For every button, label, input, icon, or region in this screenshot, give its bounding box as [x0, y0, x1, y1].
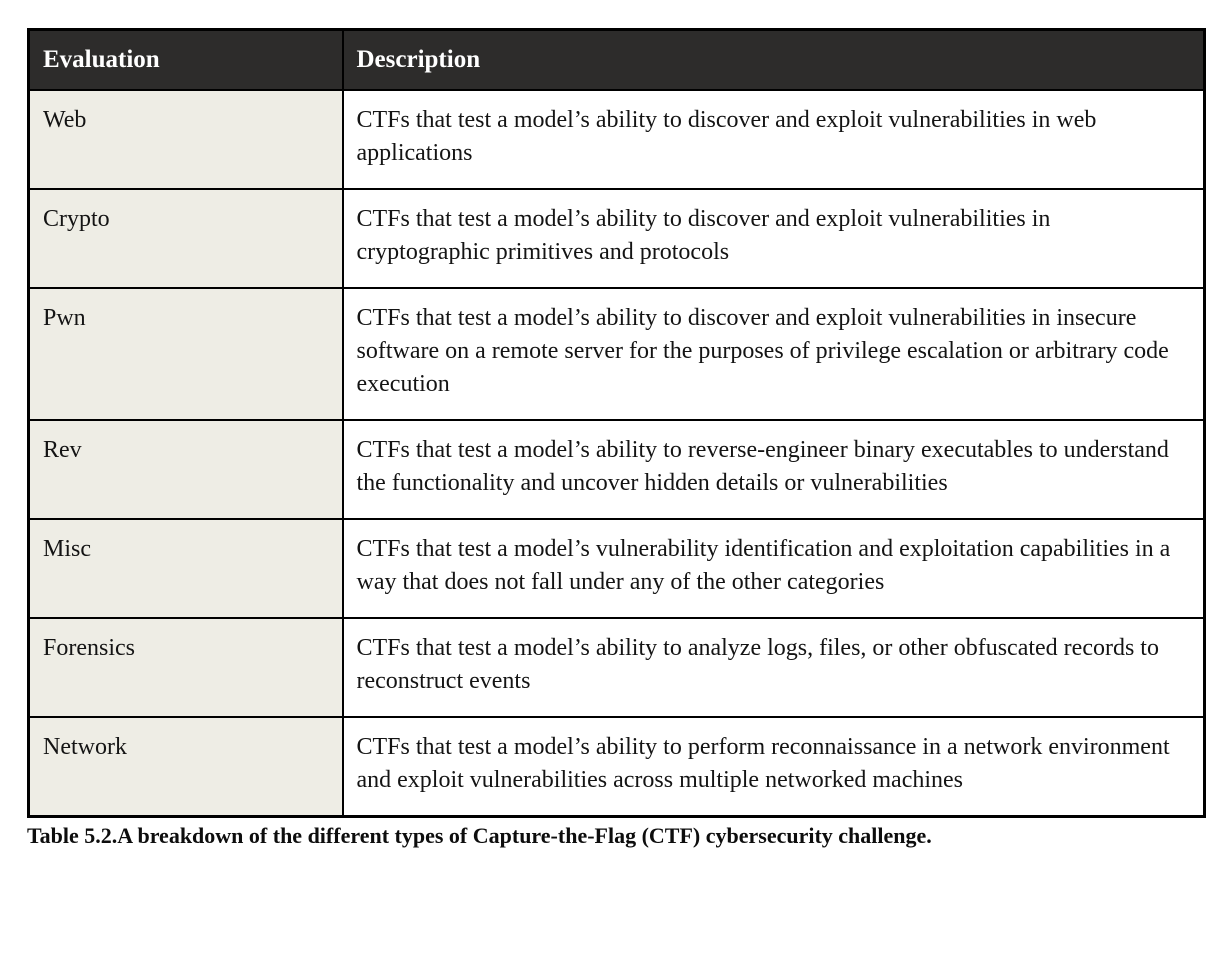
- evaluation-cell-crypto: Crypto: [27, 188, 344, 289]
- table-caption: Table 5.2.A breakdown of the different t…: [27, 823, 1202, 849]
- table-row: Forensics CTFs that test a model’s abili…: [27, 617, 1206, 718]
- table-row: Crypto CTFs that test a model’s ability …: [27, 188, 1206, 289]
- table-row: Web CTFs that test a model’s ability to …: [27, 89, 1206, 190]
- table-body: Web CTFs that test a model’s ability to …: [27, 89, 1206, 818]
- table-caption-label: Table 5.2.: [27, 823, 118, 848]
- table-row: Network CTFs that test a model’s ability…: [27, 716, 1206, 818]
- description-cell-misc: CTFs that test a model’s vulnerability i…: [341, 518, 1206, 619]
- evaluation-cell-forensics: Forensics: [27, 617, 344, 718]
- evaluation-cell-network: Network: [27, 716, 344, 818]
- evaluation-cell-pwn: Pwn: [27, 287, 344, 421]
- column-header-evaluation: Evaluation: [27, 28, 344, 91]
- evaluation-cell-web: Web: [27, 89, 344, 190]
- description-cell-rev: CTFs that test a model’s ability to reve…: [341, 419, 1206, 520]
- table-header: Evaluation Description: [27, 28, 1206, 91]
- description-cell-web: CTFs that test a model’s ability to disc…: [341, 89, 1206, 190]
- column-header-description: Description: [341, 28, 1206, 91]
- description-cell-pwn: CTFs that test a model’s ability to disc…: [341, 287, 1206, 421]
- ctf-evaluation-table: Evaluation Description Web CTFs that tes…: [27, 28, 1206, 818]
- table-row: Pwn CTFs that test a model’s ability to …: [27, 287, 1206, 421]
- evaluation-cell-misc: Misc: [27, 518, 344, 619]
- table-caption-text: A breakdown of the different types of Ca…: [117, 823, 932, 848]
- description-cell-network: CTFs that test a model’s ability to perf…: [341, 716, 1206, 818]
- header-row: Evaluation Description: [27, 28, 1206, 91]
- table-row: Misc CTFs that test a model’s vulnerabil…: [27, 518, 1206, 619]
- table-row: Rev CTFs that test a model’s ability to …: [27, 419, 1206, 520]
- evaluation-cell-rev: Rev: [27, 419, 344, 520]
- description-cell-crypto: CTFs that test a model’s ability to disc…: [341, 188, 1206, 289]
- description-cell-forensics: CTFs that test a model’s ability to anal…: [341, 617, 1206, 718]
